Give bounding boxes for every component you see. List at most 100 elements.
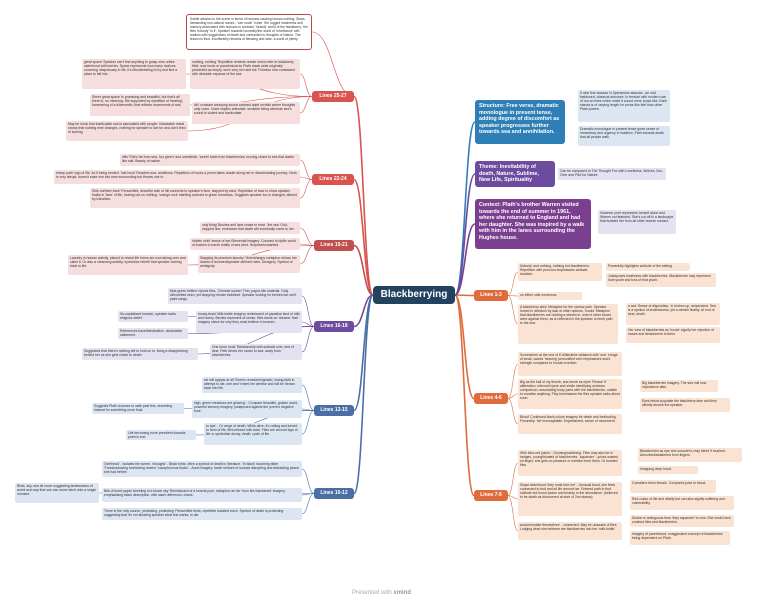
note-7-9-6: Red colour of life and vitality but can … [630,496,734,510]
branch-lines-10-12[interactable]: Lines 10-12 [314,488,354,499]
note-4-6-3: Big blackberries imagery. The size will … [640,380,718,392]
note-10-12-4: There is the only source, protesting, pr… [102,508,302,520]
note-13-15-5: to ripe' - Or verge of death. While aliv… [204,423,302,445]
connector-note-16-18-6 [301,326,315,353]
connector-note-16-18-1 [301,295,315,327]
note-1-3-1: Nobody' and nothing, nothing but blackbe… [518,263,602,281]
intro-note: Subtle allusion to the scene in terms of… [186,14,312,50]
note-7-9-7: accommodate themselves' - connected. May… [518,522,622,540]
note-4-6-2: Big as the ball of my thumb, and dumb as… [518,379,622,409]
note-13-15-4: Life becoming more prevalent towards poe… [126,430,196,440]
note-19-21-2: hidden whirl' sense of ear Elemental ima… [190,238,300,250]
connector-note-7-9-7 [507,495,519,532]
note-13-15-3: high, green meadows are glowing' - Compa… [192,400,302,418]
branch-lines-13-15[interactable]: Lines 13-15 [314,405,354,416]
connector-branch-lines-4-6 [454,294,475,400]
connector-branch-lines-7-9 [454,294,475,497]
note-25-27-5: May be ironic that inarticulate sea is a… [66,121,188,141]
note-7-9-4: Sisyst sisterhood: they must love me' - … [518,482,622,516]
note-7-9-9: Imagery of parenthood, exaggerated conce… [630,531,730,545]
connector-note-19-21-4 [299,245,315,265]
connector-note-13-15-1 [301,384,315,411]
connector-note-10-12-1 [301,468,315,494]
connector-branch-lines-22-24 [353,178,374,296]
note-1-3-7: Her view of blackberries as 'hooks' sign… [626,327,720,343]
connector-note-1-3-4 [507,295,519,297]
connector-note-7-9-4 [507,495,519,500]
structure-branch[interactable]: Structure: Free verse, dramatic monologu… [475,100,565,144]
connector-branch-lines-10-12 [353,294,374,495]
connector-note-19-21-1 [299,227,315,246]
note-25-27-3: Sheer great space' is promising and beau… [90,94,190,116]
connector-note-25-27-4 [299,96,313,114]
note-1-3-6: a sea' Sense of disposition, 'a' broken … [626,303,720,325]
connector-context-branch [454,223,476,296]
note-16-18-1: blue-green bellies' rejoins flies. 'Chin… [168,288,302,304]
note-22-24-1: hills' She's far from sea, 'too green' a… [120,154,300,166]
note-10-12-2: Birds, sky, sea all move suggesting lawl… [15,483,99,503]
connector-note-10-12-4 [301,493,315,515]
xmind-logo: xmind [393,590,412,596]
context-branch[interactable]: Context: Plath's brother Warren visited … [475,199,591,249]
connector-note-13-15-5 [301,410,315,435]
structure-note-1: 5 nine line stanzas in Spenserian stanza… [578,90,670,122]
central-topic[interactable]: Blackberrying [373,286,455,304]
connector-branch-lines-1-3 [454,294,475,297]
branch-lines-4-6[interactable]: Lines 4-6 [474,393,508,404]
note-16-18-6: One more hook' Relationship with solitud… [210,344,302,360]
note-10-12-3: Bits of burnt paper wheeling in a blown … [102,488,302,502]
note-25-27-4: din' constant annoying sound contrast qu… [192,102,300,124]
connector-note-22-24-1 [299,159,313,180]
connector-intro [311,31,355,97]
theme-branch[interactable]: Theme: Inevitability of death, Nature, S… [475,161,555,187]
context-note: However poet represents herself alone an… [598,210,676,234]
note-19-21-4: Slapping its phantom laundry' Violent/an… [198,255,300,273]
note-7-9-5: Considers them female. Compares juice to… [630,480,716,493]
connector-note-4-6-1 [507,363,519,399]
footer-credit: Presented with xmind [352,590,411,596]
branch-lines-25-27[interactable]: Lines 25-27 [312,91,354,102]
connector-note-22-24-3 [299,179,313,199]
branch-lines-19-21[interactable]: Lines 19-21 [314,240,354,251]
note-16-18-2: No capitalised heaven, speaker lacks rel… [118,311,188,322]
connector-note-22-24-2 [299,176,313,180]
branch-lines-7-9[interactable]: Lines 7-9 [474,490,508,501]
note-16-18-3: honey-feast' Milk-bottle imagery reminis… [196,311,302,333]
connector-note-1-3-1 [507,271,519,296]
note-19-21-3: Laundry is human activity, placed to rev… [68,255,188,275]
note-13-15-1: we will appear at all' Seems remote/enig… [202,377,302,393]
branch-lines-16-18[interactable]: Lines 16-18 [314,321,354,332]
note-22-24-3: Sets northern face' Personified, describ… [90,188,300,208]
branch-lines-22-24[interactable]: Lines 22-24 [312,174,354,185]
note-19-21-1: only thing' Bushes and lane cease to exi… [200,222,300,234]
connector-note-10-12-3 [301,493,315,496]
connector-note-25-27-2 [299,73,313,97]
connector-note-4-6-5 [507,398,519,425]
note-25-27-2: nothing, nothing' Repetitive reminds rea… [190,59,300,89]
note-1-3-3: Juxtaposes loneliness with blackberries.… [606,273,716,287]
note-1-3-2: Powerfully highlights solitude of the se… [606,263,690,271]
note-1-3-5: A blackberry alley' Metaphor for the nar… [518,304,618,344]
note-16-18-4: References travel/destination, declarati… [118,328,188,339]
footer-prefix: Presented with [352,590,392,596]
note-4-6-5: Blood' Continued black colour imagery fo… [518,414,622,434]
note-10-12-1: Overhead' - Isolates the scene. 'choughs… [102,461,302,477]
connector-note-4-6-2 [507,393,519,399]
note-16-18-5: Suggested that there's nothing left to h… [82,348,198,360]
note-7-9-8: Diction is ambiguous from 'they squander… [630,515,734,527]
note-22-24-2: sheep path' sign of life. As if being he… [54,170,300,184]
connector-theme-branch [454,173,476,296]
connector-note-7-9-1 [507,462,519,496]
note-4-6-4: Eyes below populate the blackberry lane … [640,398,730,412]
note-13-15-2: Suggests Plath chooses to walk past this… [92,403,184,414]
note-7-9-3: Intriguing deep bond. [638,466,698,474]
note-4-6-1: Somewhere at the end of it' Alliterative… [518,352,622,376]
note-7-9-1: With blue-red juices' - Growing/switchin… [518,450,622,476]
connector-branch-lines-19-21 [353,244,374,296]
connector-note-1-3-5 [507,295,519,325]
connector-branch-lines-25-27 [353,95,374,296]
branch-lines-1-3[interactable]: Lines 1-3 [474,290,508,301]
theme-note: Can be compared to The Thought Fox with … [558,168,666,180]
structure-note-2: Dramatic monologue in present tense give… [578,126,670,146]
note-1-3-4: on either side numerous. [518,292,582,300]
